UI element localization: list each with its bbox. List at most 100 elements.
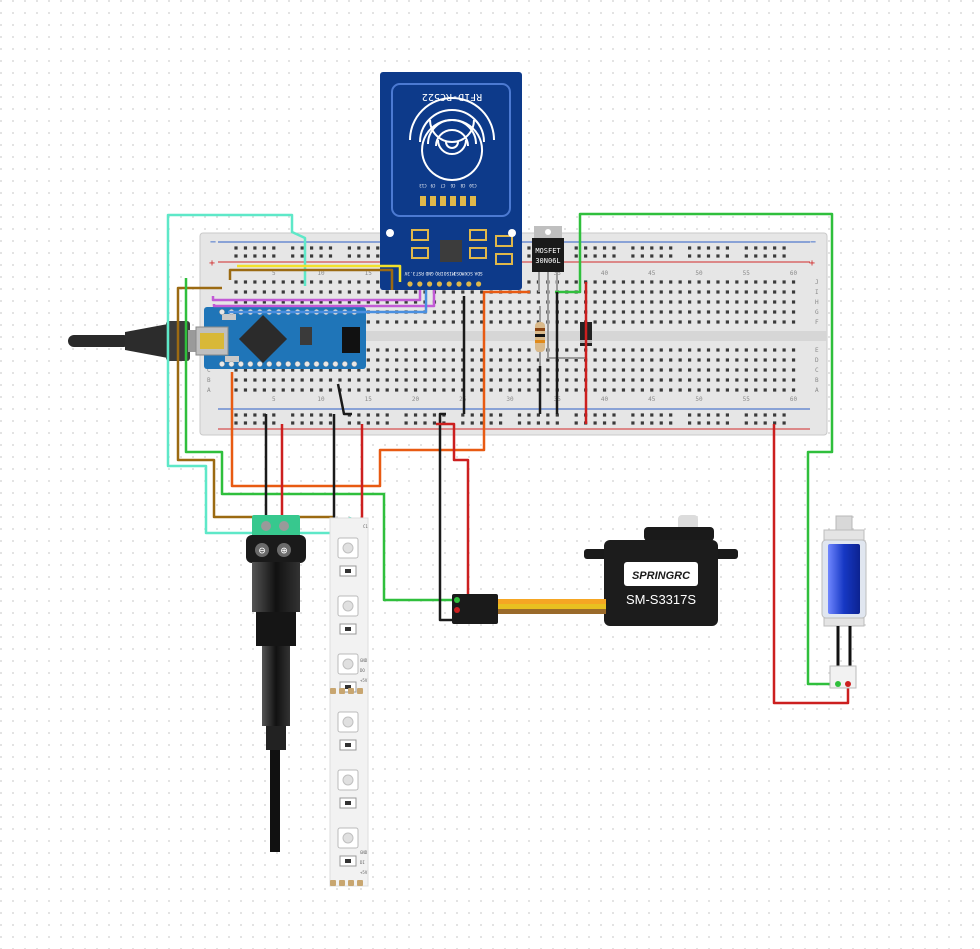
breadboard-hole: [688, 320, 692, 324]
breadboard-hole: [404, 421, 408, 425]
breadboard-hole: [234, 246, 238, 250]
breadboard-hole: [688, 421, 692, 425]
breadboard-hole: [272, 280, 276, 284]
arduino-pin: [228, 361, 235, 367]
arduino-pin: [285, 361, 291, 367]
breadboard-hole: [791, 368, 796, 372]
breadboard-hole: [423, 378, 427, 382]
breadboard-hole: [451, 368, 455, 372]
breadboard-hole: [791, 290, 796, 294]
rfid-pin: [466, 281, 472, 287]
breadboard-hole: [602, 368, 607, 372]
breadboard-hole: [706, 290, 711, 294]
breadboard-hole: [281, 280, 285, 284]
breadboard-hole: [281, 300, 285, 304]
row-letter: C: [207, 367, 211, 374]
breadboard-hole: [480, 348, 484, 352]
breadboard-hole: [243, 280, 248, 284]
breadboard-hole: [546, 378, 550, 382]
breadboard-hole: [744, 421, 748, 425]
breadboard-hole: [650, 421, 654, 425]
breadboard-hole: [319, 413, 323, 417]
breadboard-hole: [451, 388, 455, 392]
breadboard-hole: [612, 280, 616, 284]
breadboard-hole: [310, 280, 314, 284]
column-number: 40: [601, 396, 609, 403]
breadboard-hole: [716, 280, 720, 284]
breadboard-hole: [697, 310, 701, 314]
column-number: 45: [648, 396, 656, 403]
breadboard-hole: [262, 290, 266, 294]
breadboard-hole: [602, 254, 607, 258]
breadboard-hole: [565, 358, 569, 362]
breadboard-hole: [366, 280, 370, 284]
breadboard-hole: [574, 320, 578, 324]
breadboard-hole: [243, 246, 248, 250]
led-strip-pad: [348, 688, 354, 694]
breadboard-hole: [574, 254, 578, 258]
breadboard-hole: [413, 320, 418, 324]
led-resistor-body: [345, 743, 351, 747]
breadboard-hole: [423, 320, 427, 324]
breadboard-hole: [640, 388, 644, 392]
breadboard-hole: [470, 348, 474, 352]
breadboard-hole: [413, 348, 418, 352]
breadboard-hole: [669, 320, 673, 324]
rfid-pin-label: RST: [415, 270, 423, 276]
breadboard-hole: [262, 368, 266, 372]
breadboard-hole: [773, 290, 777, 294]
breadboard-hole: [763, 290, 767, 294]
rail-minus-label-right: −: [810, 237, 816, 248]
breadboard-hole: [621, 358, 626, 362]
breadboard-hole: [791, 358, 796, 362]
breadboard-hole: [725, 368, 729, 372]
breadboard-hole: [461, 421, 465, 425]
breadboard-hole: [546, 368, 550, 372]
breadboard-hole: [489, 378, 493, 382]
breadboard-hole: [716, 378, 720, 382]
breadboard-hole: [338, 300, 342, 304]
breadboard-hole: [508, 358, 512, 362]
row-letter: A: [815, 387, 819, 394]
breadboard-hole: [310, 254, 314, 258]
breadboard-hole: [243, 368, 248, 372]
breadboard-hole: [300, 378, 304, 382]
breadboard-hole: [706, 413, 711, 417]
breadboard-hole: [234, 290, 238, 294]
breadboard-hole: [669, 310, 673, 314]
breadboard-hole: [763, 413, 767, 417]
breadboard-hole: [262, 300, 266, 304]
wire-yellow: [237, 264, 402, 282]
breadboard-hole: [697, 290, 701, 294]
breadboard-hole: [536, 413, 540, 417]
breadboard-hole: [650, 320, 654, 324]
breadboard-hole: [262, 421, 266, 425]
led-pad-label: GND: [360, 658, 368, 663]
breadboard-hole: [423, 388, 427, 392]
rfid-cap-label: C8: [460, 183, 465, 188]
breadboard-hole: [291, 388, 295, 392]
led-chip-label: C1: [363, 524, 368, 529]
breadboard-hole: [631, 254, 635, 258]
breadboard-hole: [527, 310, 531, 314]
breadboard-hole: [754, 290, 758, 294]
breadboard-hole: [716, 368, 720, 372]
breadboard-hole: [773, 368, 777, 372]
breadboard-hole: [423, 421, 427, 425]
arduino-pin: [332, 361, 339, 367]
rfid-pin: [456, 281, 462, 287]
breadboard-hole: [735, 358, 739, 362]
breadboard-hole: [744, 320, 748, 324]
rfid-pin: [446, 281, 452, 287]
arduino-pin: [351, 361, 358, 367]
breadboard-hole: [489, 421, 493, 425]
wire-purple: [211, 290, 422, 302]
breadboard-hole: [347, 246, 351, 250]
breadboard-hole: [669, 413, 673, 417]
breadboard-hole: [470, 358, 474, 362]
breadboard-hole: [451, 358, 455, 362]
breadboard-hole: [763, 421, 767, 425]
rfid-pin-label: SDA: [474, 270, 482, 276]
breadboard-hole: [281, 388, 285, 392]
